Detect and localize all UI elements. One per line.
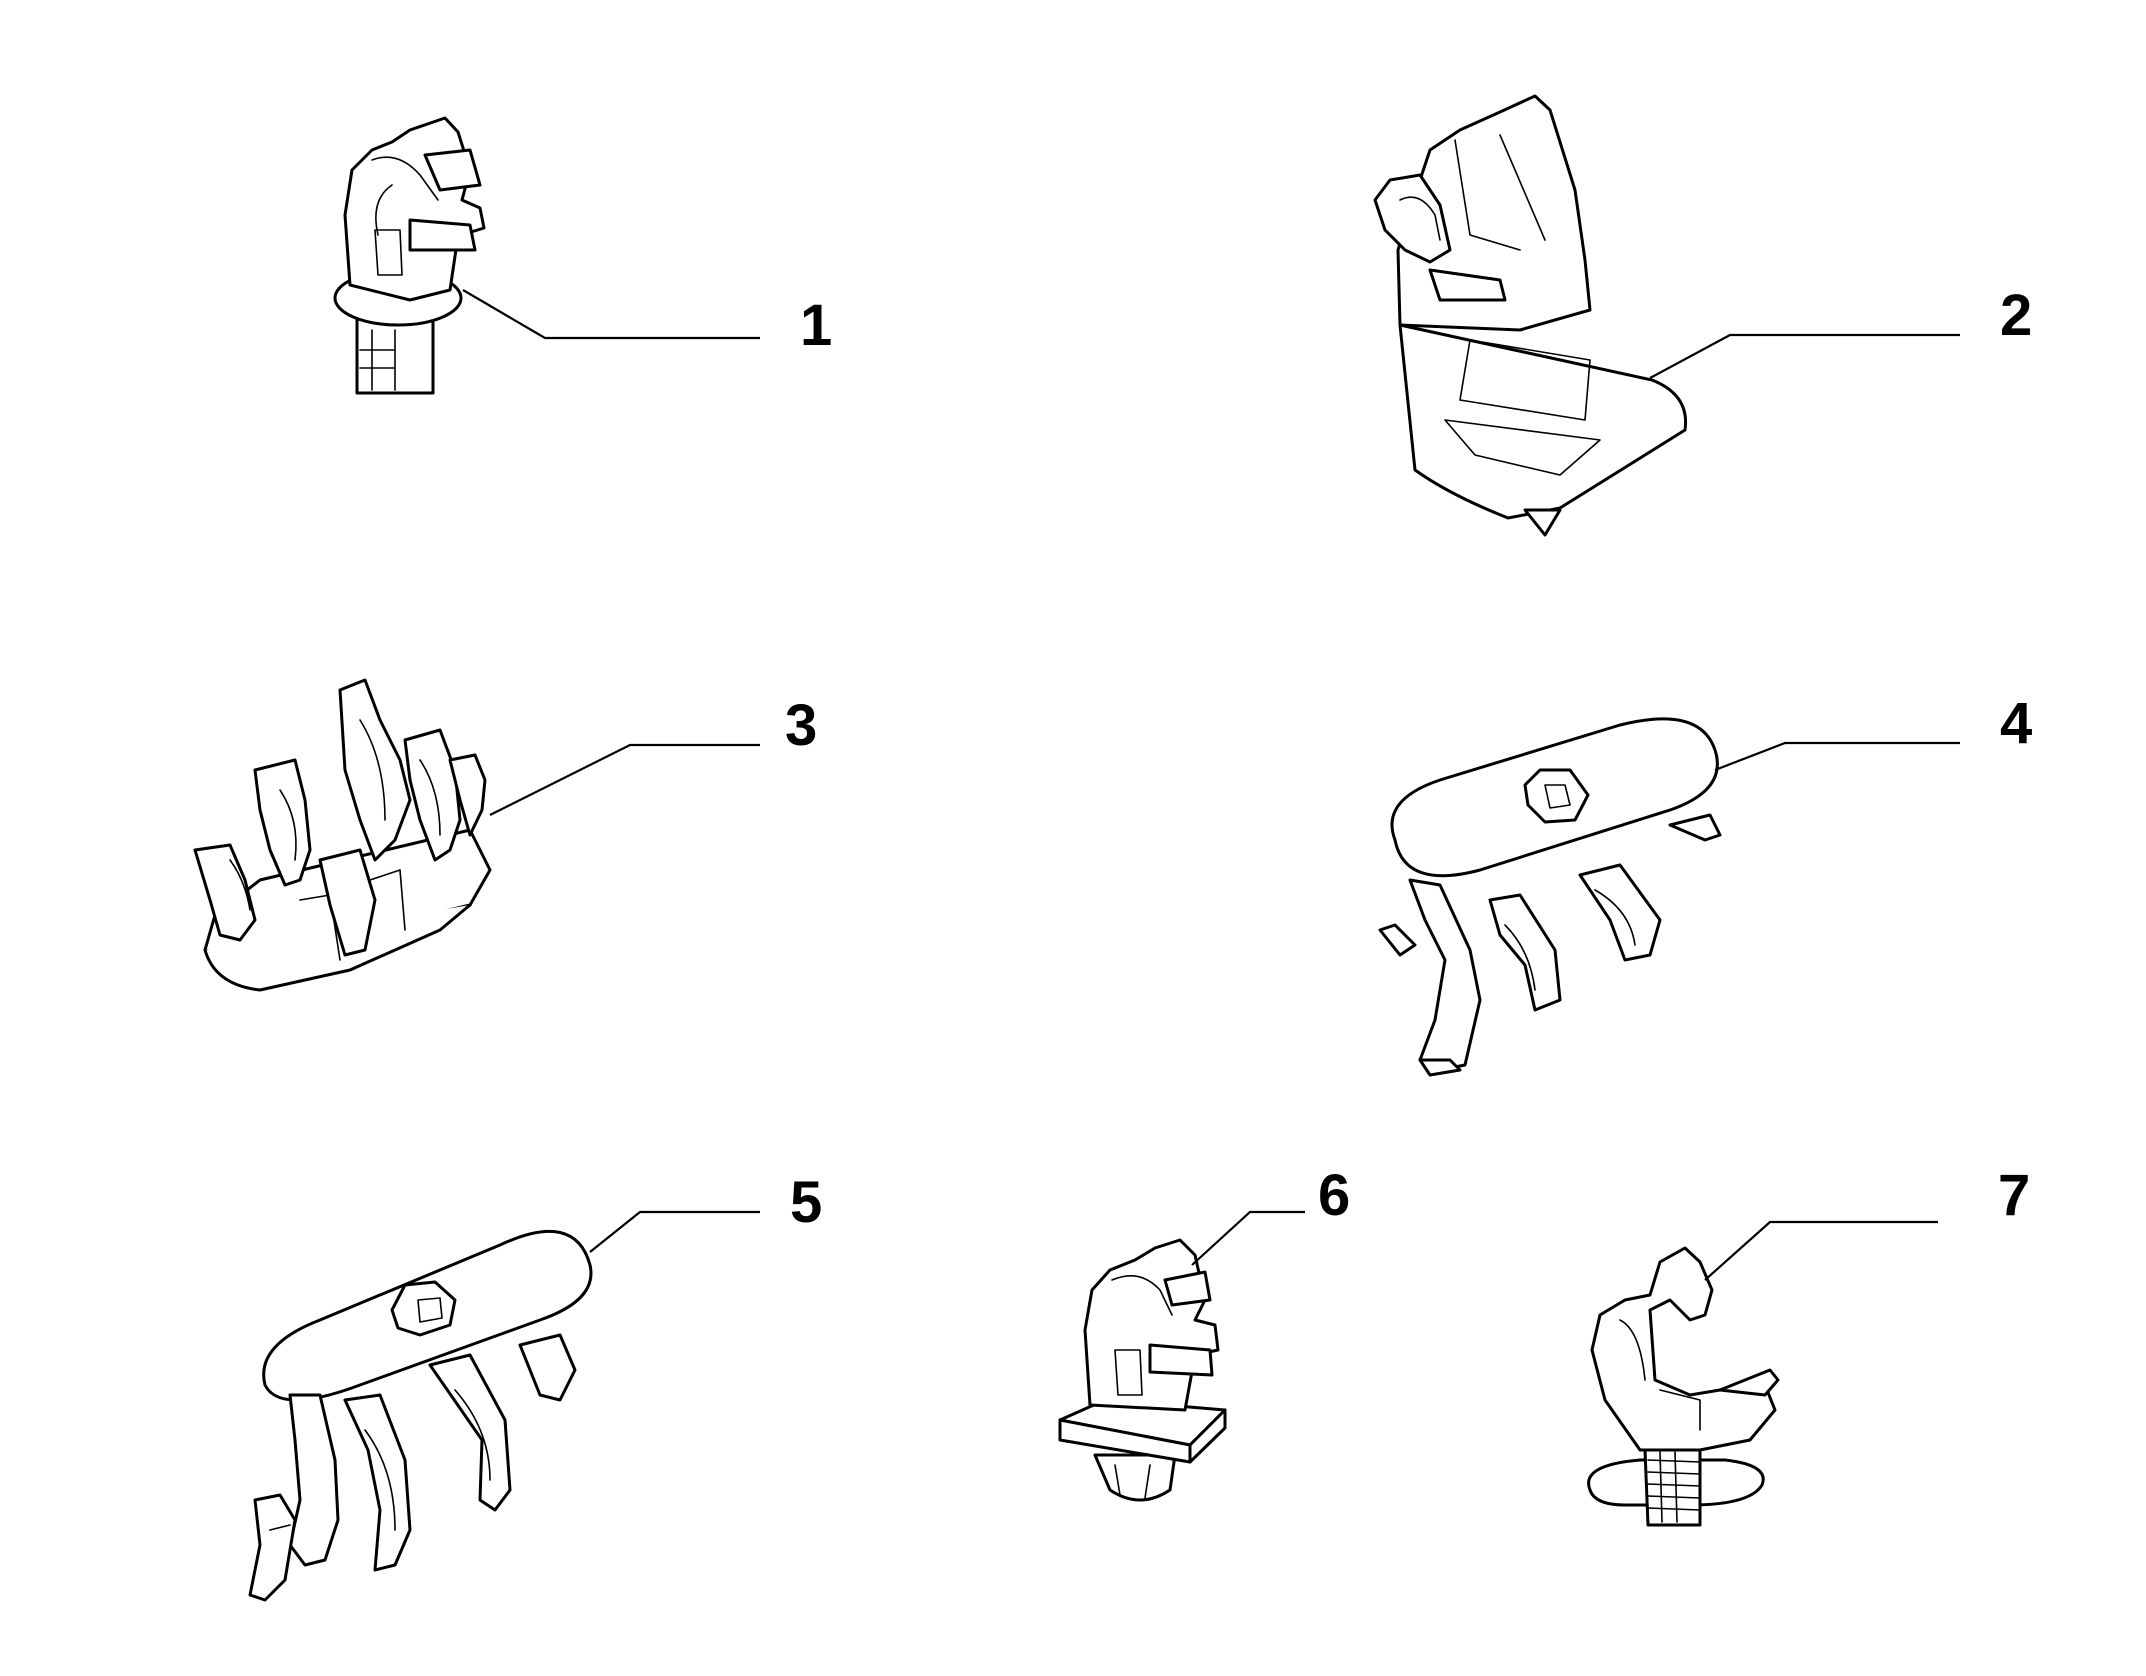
callout-7: 7 xyxy=(1998,1163,2030,1228)
leader-line-1 xyxy=(462,289,760,340)
callout-numbers: 1 2 3 4 5 6 7 xyxy=(785,283,2032,1235)
leader-line-2 xyxy=(1649,333,1960,379)
leader-line-5 xyxy=(589,1210,760,1253)
part-2-angle-bracket xyxy=(1373,94,1688,537)
part-6-square-base-clip xyxy=(1058,1238,1227,1502)
part-5-oval-pipe-carrier xyxy=(248,1229,593,1602)
callout-6: 6 xyxy=(1318,1163,1350,1228)
part-1-pipe-clip xyxy=(333,116,486,395)
leader-line-7 xyxy=(1704,1220,1938,1281)
callout-4: 4 xyxy=(2000,691,2032,756)
callout-1: 1 xyxy=(800,293,832,358)
callout-5: 5 xyxy=(790,1170,822,1235)
leader-line-6 xyxy=(1191,1210,1305,1266)
leader-lines xyxy=(462,289,1960,1281)
callout-3: 3 xyxy=(785,693,817,758)
leader-line-4 xyxy=(1714,741,1960,772)
leader-line-3 xyxy=(489,743,760,816)
part-7-fir-tree-clip xyxy=(1587,1246,1780,1527)
part-3-multi-pipe-holder xyxy=(193,678,492,992)
part-4-oval-pipe-carrier xyxy=(1378,717,1722,1077)
callout-2: 2 xyxy=(2000,283,2032,348)
